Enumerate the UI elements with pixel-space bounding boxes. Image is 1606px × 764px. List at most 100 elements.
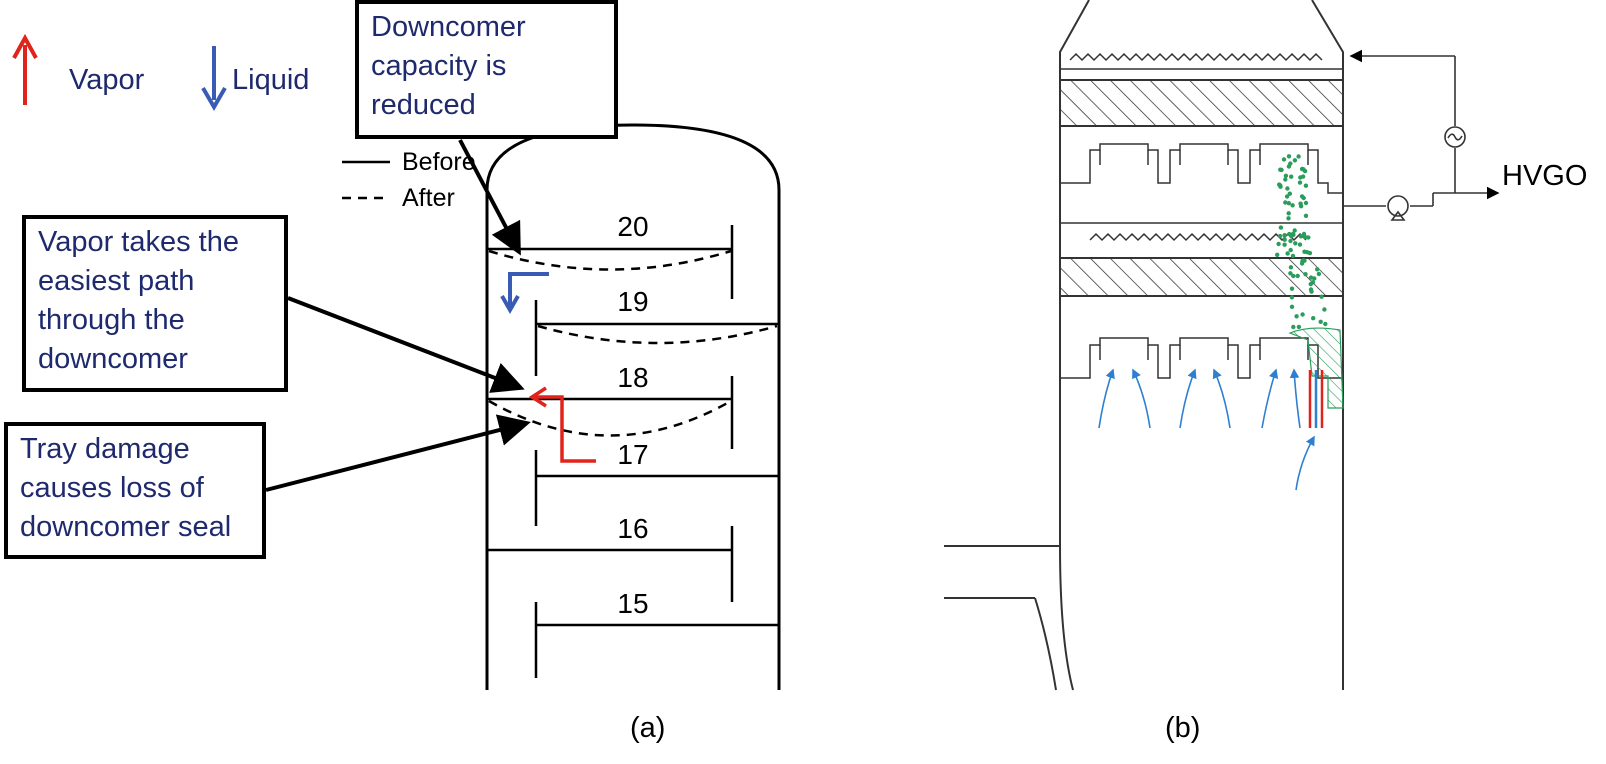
entrainment-dot <box>1283 200 1288 205</box>
entrainment-dot <box>1285 251 1290 256</box>
entrainment-dot <box>1298 234 1304 239</box>
entrainment-dot <box>1289 304 1295 309</box>
vapor-flow-arrow-icon <box>528 386 596 463</box>
tray-label-15: 15 <box>617 588 648 619</box>
entrainment-dot <box>1281 157 1287 162</box>
entrainment-dot <box>1288 265 1294 270</box>
entrainment-dot <box>1312 276 1317 281</box>
entrainment-dot <box>1290 203 1295 208</box>
entrainment-dot <box>1292 228 1297 233</box>
column-shell-b <box>1059 0 1344 691</box>
entrainment-dot <box>1289 286 1295 291</box>
entrainment-dot <box>1318 319 1323 324</box>
entrainment-dots <box>1275 154 1328 330</box>
entrainment-dot <box>1294 314 1299 319</box>
liquid-legend-arrow-icon <box>201 46 227 111</box>
entrainment-dot <box>1311 316 1316 321</box>
vapor-legend-label: Vapor <box>69 64 145 96</box>
entrainment-dot <box>1303 183 1309 188</box>
callout-line: downcomer <box>38 343 188 375</box>
pumparound-piping <box>1343 49 1500 207</box>
entrainment-dot <box>1298 201 1303 206</box>
middle-distributor <box>1060 222 1343 242</box>
entrainment-dot <box>1300 174 1306 179</box>
entrainment-dot <box>1296 324 1302 330</box>
pointer-arrow-vapor-path <box>287 296 525 393</box>
entrainment-dot <box>1286 154 1292 159</box>
entrainment-dot <box>1284 194 1290 199</box>
feed-inlet-nozzle <box>944 545 1060 691</box>
entrainment-dot <box>1282 233 1287 238</box>
trays-before <box>487 225 779 678</box>
entrainment-dot <box>1286 211 1291 216</box>
entrainment-dot <box>1297 242 1303 247</box>
entrainment-dot <box>1308 281 1314 287</box>
entrainment-dot <box>1322 307 1327 312</box>
entrainment-dot <box>1306 235 1311 240</box>
entrainment-dot <box>1293 241 1298 246</box>
tray-label-17: 17 <box>617 439 648 470</box>
entrainment-dot <box>1316 271 1322 277</box>
entrainment-dot <box>1300 166 1305 172</box>
callout-line: capacity is <box>371 50 507 82</box>
entrainment-dot <box>1319 294 1324 299</box>
entrainment-dot <box>1303 272 1308 277</box>
callout-line: downcomer seal <box>20 511 232 543</box>
pump-icon <box>1387 195 1409 221</box>
entrainment-dot <box>1288 247 1293 253</box>
chimney-tray-lower <box>1060 337 1343 379</box>
entrainment-dot <box>1282 242 1287 247</box>
after-key-label: After <box>402 184 455 212</box>
callout-line: causes loss of <box>20 472 204 504</box>
entrainment-dot <box>1292 158 1298 163</box>
entrainment-dot <box>1286 201 1292 206</box>
entrainment-dot <box>1303 200 1309 206</box>
entrainment-dot <box>1296 154 1301 159</box>
vapor-bypass-strip <box>1308 370 1324 428</box>
entrainment-dot <box>1287 231 1292 237</box>
callout-line: reduced <box>371 89 476 121</box>
liquid-flow-arrow-icon <box>500 272 549 315</box>
callout-line: easiest path <box>38 265 195 297</box>
callout-line: Vapor takes the <box>38 226 239 258</box>
entrainment-dot <box>1303 213 1309 218</box>
liquid-legend-label: Liquid <box>232 64 310 96</box>
callout-tray-damage: Tray damage causes loss of downcomer sea… <box>4 422 266 559</box>
entrainment-dot <box>1308 287 1314 292</box>
entrainment-dot <box>1297 180 1303 185</box>
entrainment-dot <box>1283 173 1289 178</box>
before-key-label: Before <box>402 148 476 176</box>
pointer-arrow-tray-damage <box>265 414 531 492</box>
entrainment-dot <box>1286 216 1291 221</box>
column-shell-a <box>485 123 781 690</box>
trays-after <box>488 249 778 437</box>
entrainment-dot <box>1291 273 1296 279</box>
callout-downcomer-capacity: Downcomer capacity is reduced <box>355 0 618 139</box>
entrainment-dot <box>1323 321 1328 327</box>
pointer-arrow-downcomer <box>458 139 521 256</box>
entrainment-dot <box>1290 253 1296 259</box>
callout-vapor-path: Vapor takes the easiest path through the… <box>22 215 288 392</box>
entrainment-dot <box>1276 241 1281 247</box>
vapor-rising-arrows <box>1098 368 1315 491</box>
product-label-hvgo: HVGO <box>1502 160 1587 192</box>
top-distributor <box>1060 52 1343 70</box>
entrainment-dot <box>1285 186 1290 191</box>
entrainment-dot <box>1289 295 1295 300</box>
callout-line: Tray damage <box>20 433 190 465</box>
entrainment-dot <box>1278 225 1284 230</box>
entrainment-dot <box>1279 167 1284 173</box>
caption-a: (a) <box>630 712 666 744</box>
entrainment-dot <box>1308 275 1314 280</box>
entrainment-dot <box>1287 191 1293 196</box>
entrainment-dot <box>1302 258 1307 263</box>
heat-exchanger-icon <box>1444 126 1466 148</box>
entrainment-dot <box>1288 271 1293 276</box>
callout-line: Downcomer <box>371 11 526 43</box>
entrainment-dot <box>1291 324 1296 330</box>
entrainment-dot <box>1277 182 1282 187</box>
tray-label-20: 20 <box>617 211 648 242</box>
packed-bed-upper <box>1059 79 1344 127</box>
entrainment-dot <box>1286 164 1292 169</box>
